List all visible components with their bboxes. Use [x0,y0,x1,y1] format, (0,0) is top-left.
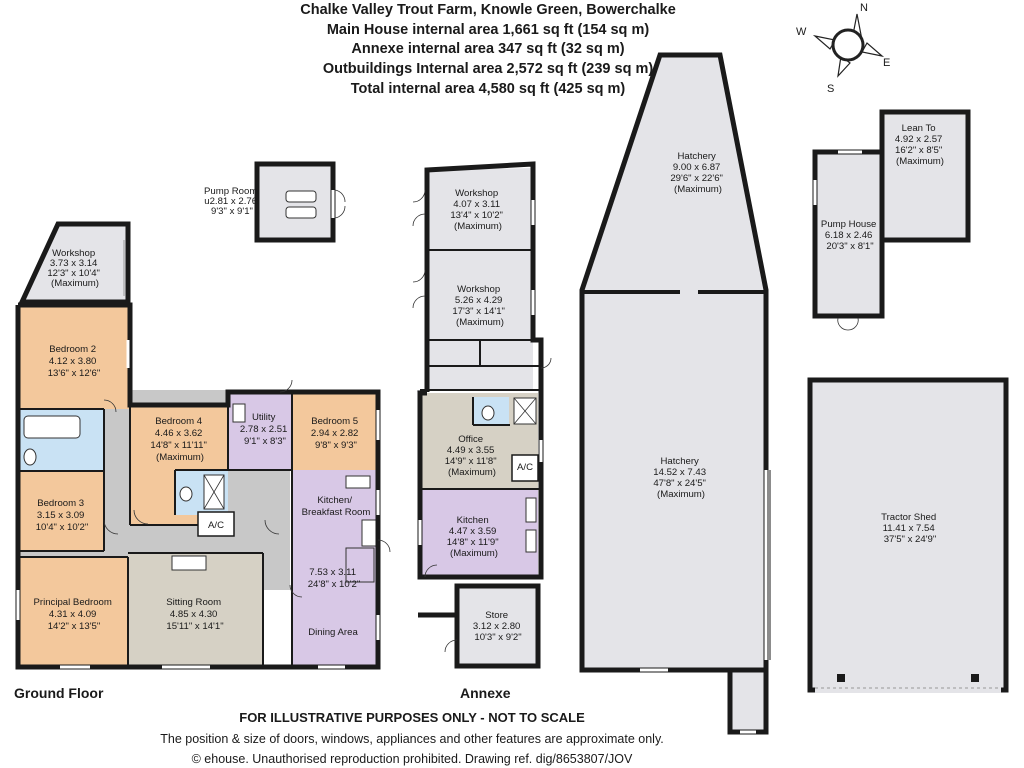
bedroom-2-label: Bedroom 2 4.12 x 3.80 13'6" x 12'6" [48,344,101,379]
annexe-area: Annexe internal area 347 sq ft (32 sq m) [351,41,624,57]
compass-south: S [827,83,834,95]
workshop-annexe-1-label: Workshop 4.07 x 3.11 13'4" x 10'2" (Maxi… [450,188,505,232]
kitchen-breakfast-label: Kitchen/ Breakfast Room [302,495,371,518]
pump-house-label: Pump House 6.18 x 2.46 20'3" x 8'1" [821,219,879,252]
tractor-shed-label: Tractor Shed 11.41 x 7.54 37'5" x 24'9" [881,512,939,545]
copyright: © ehouse. Unauthorised reproduction proh… [192,752,633,766]
lean-to-label: Lean To 4.92 x 2.57 16'2" x 8'5" (Maximu… [895,123,945,167]
plan-header: Chalke Valley Trout Farm, Knowle Green, … [300,2,676,97]
workshop-main-label: Workshop 3.73 x 3.14 12'3" x 10'4" (Maxi… [47,248,102,289]
principal-bedroom-label: Principal Bedroom 4.31 x 4.09 14'2" x 13… [33,597,114,632]
kitchen-breakfast-dims: 7.53 x 3.11 24'8" x 10'2" [308,567,361,590]
main-house: Workshop 3.73 x 3.14 12'3" x 10'4" (Maxi… [15,221,391,670]
pump-house: Lean To 4.92 x 2.57 16'2" x 8'5" (Maximu… [812,109,971,331]
pump-room: Pump Room u2.81 x 2.76 9'3" x 9'1" [204,161,346,243]
kitchen-annexe-label: Kitchen 4.47 x 3.59 14'8" x 11'9" (Maxim… [447,515,502,559]
outbuildings-area: Outbuildings Internal area 2,572 sq ft (… [323,61,654,77]
plan-footer: FOR ILLUSTRATIVE PURPOSES ONLY - NOT TO … [160,710,664,766]
hatchery-upper-label: Hatchery 9.00 x 6.87 29'6" x 22'6" (Maxi… [670,151,725,195]
hatchery-lower-label: Hatchery 14.52 x 7.43 47'8" x 24'5" (Max… [653,456,708,500]
utility-label: Utility 2.78 x 2.51 9'1" x 8'3" [240,412,290,447]
office-label: Office 4.49 x 3.55 14'9" x 11'8" (Maximu… [445,434,500,478]
features-note: The position & size of doors, windows, a… [160,732,664,746]
hatchery: Hatchery 9.00 x 6.87 29'6" x 22'6" (Maxi… [579,52,771,735]
ac-annexe-label: A/C [517,462,533,473]
compass-east: E [883,57,890,69]
annexe-floor-label: Annexe [460,685,511,701]
bedroom-5-label: Bedroom 5 2.94 x 2.82 9'8" x 9'3" [311,416,361,451]
compass-north: N [860,2,868,14]
annexe: Workshop 4.07 x 3.11 13'4" x 10'2" (Maxi… [412,161,552,669]
dining-area-label: Dining Area [308,627,358,638]
total-area: Total internal area 4,580 sq ft (425 sq … [351,81,626,97]
disclaimer: FOR ILLUSTRATIVE PURPOSES ONLY - NOT TO … [239,710,585,725]
pump-room-label: Pump Room u2.81 x 2.76 9'3" x 9'1" [204,186,260,217]
ground-floor-label: Ground Floor [14,685,104,701]
main-house-area: Main House internal area 1,661 sq ft (15… [327,22,650,38]
bedroom-4-label: Bedroom 4 4.46 x 3.62 14'8" x 11'11" (Ma… [150,416,209,463]
workshop-annexe-2-label: Workshop 5.26 x 4.29 17'3" x 14'1" (Maxi… [452,284,507,328]
property-name: Chalke Valley Trout Farm, Knowle Green, … [300,2,676,18]
store-label: Store 3.12 x 2.80 10'3" x 9'2" [473,610,523,643]
sitting-room-label: Sitting Room 4.85 x 4.30 15'11" x 14'1" [166,597,224,632]
tractor-shed: Tractor Shed 11.41 x 7.54 37'5" x 24'9" [807,377,1009,693]
ac-main-label: A/C [208,520,224,531]
bedroom-3-label: Bedroom 3 3.15 x 3.09 10'4" x 10'2" [36,498,89,533]
compass-icon: N E S W [796,2,890,95]
compass-west: W [796,26,807,38]
